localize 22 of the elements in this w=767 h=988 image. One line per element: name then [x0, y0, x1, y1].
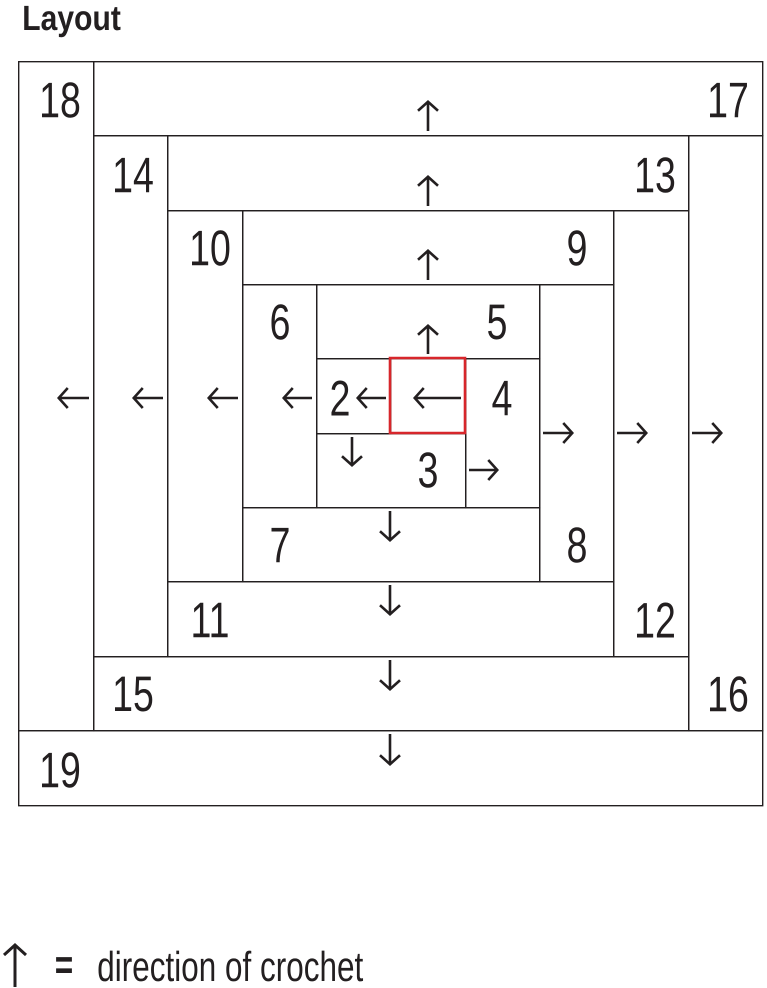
center-square — [388, 356, 466, 434]
legend-label: direction of crochet — [98, 950, 364, 982]
strip-block: 9 — [242, 210, 614, 286]
strip-block: 10 — [167, 210, 244, 582]
strip-block: 4 — [465, 358, 540, 508]
strip-block: 2 — [316, 358, 392, 434]
strip-block: 18 — [18, 61, 94, 732]
strip-block: 13 — [167, 135, 690, 212]
strip-block: 5 — [316, 284, 540, 360]
strip-block: 19 — [18, 730, 764, 806]
strip-block: 6 — [242, 284, 318, 508]
title: Layout — [24, 6, 120, 38]
strip-block: 16 — [688, 135, 764, 732]
strip-block: 8 — [539, 284, 614, 582]
strip-block: 12 — [613, 210, 690, 658]
strip-block: 14 — [93, 135, 168, 658]
strip-block: 17 — [93, 61, 764, 136]
strip-block: 7 — [242, 507, 540, 582]
strip-block: 11 — [167, 581, 614, 658]
equals-sign: = — [56, 957, 72, 973]
strip-block: 3 — [316, 433, 466, 508]
strip-block: 15 — [93, 656, 690, 732]
